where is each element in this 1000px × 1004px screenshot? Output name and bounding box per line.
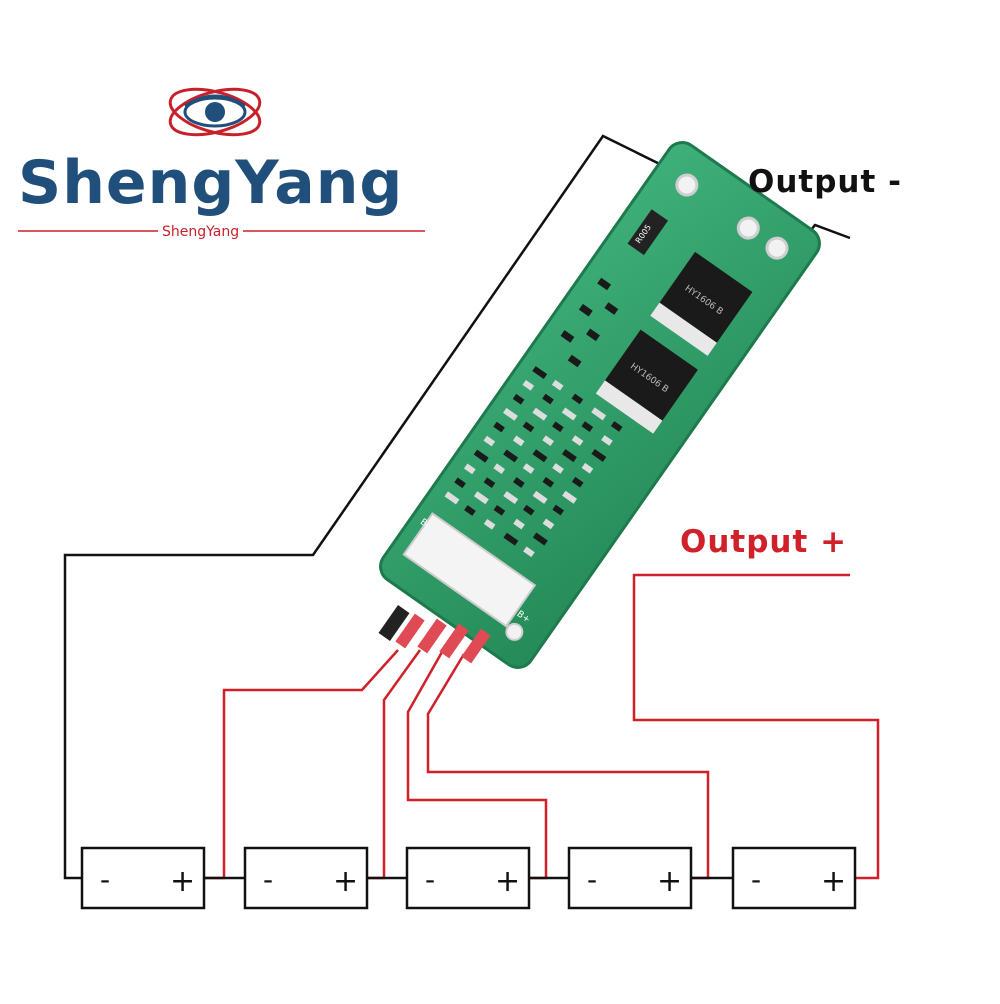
smd-component [591,448,607,462]
wire-balance-1 [205,649,399,880]
smd-component [512,435,525,447]
smd-component [571,393,584,405]
pad-p-aux [736,216,760,240]
smd-component [581,421,594,432]
smd-component [454,477,466,489]
mosfet-2-tab [595,380,663,434]
smd-component [610,421,623,432]
pad-b-minus [675,173,699,197]
mosfet-2 [605,329,698,421]
smd-component [601,435,613,446]
cell-minus-terminal: - [587,863,597,896]
connector-pins [378,605,491,664]
smd-component [532,407,548,421]
battery-cell [80,846,206,910]
smd-component [542,435,554,447]
smd-component [464,505,476,516]
cell-plus-terminal: + [333,864,358,899]
smd-component [503,449,519,463]
smd-component [591,407,607,421]
smd-component [552,504,565,516]
smd-component [561,407,577,421]
smd-component [493,463,506,475]
logo-eye-icon [168,87,262,137]
wire-balance-2 [365,649,422,880]
battery-cell [567,846,693,910]
smd-component [483,518,496,530]
cell-minus-terminal: - [425,863,435,896]
smd-component [532,449,548,463]
cell-plus-terminal: + [821,864,846,899]
cell-plus-terminal: + [495,864,520,899]
smd-component [604,302,619,315]
smd-component [463,463,476,475]
smd-component [578,303,593,317]
pad-label-b-minus: B- [418,517,431,531]
smd-component [513,477,525,488]
wire-output-positive [632,573,880,880]
cell-plus-terminal: + [170,864,195,899]
cell-minus-terminal: - [263,863,273,896]
smd-component [532,366,548,380]
smd-component [493,421,505,433]
smd-component [512,393,525,405]
cell-plus-terminal: + [657,864,682,899]
output-negative-label: Output - [748,164,902,200]
smd-component [552,421,564,433]
smd-component [523,546,535,558]
pad-p-minus [765,236,789,260]
smd-component [571,435,584,446]
smd-component [483,477,496,488]
smd-component [522,504,535,516]
smd-component [561,449,577,463]
smd-component [586,328,600,342]
battery-cells: - + - + - + - + - + [80,846,857,910]
smd-component [503,407,518,421]
smd-component [571,476,584,488]
battery-cell [731,846,857,910]
smd-component [503,491,519,505]
smd-component [493,505,506,516]
smd-component [483,435,496,447]
smd-component [542,393,554,405]
smd-component [567,354,582,368]
smd-component [552,463,564,474]
smd-component [473,491,489,505]
smd-component [473,449,489,463]
bms-pcb-board: R005 HY1606 B HY1606 B B- B+ [379,141,821,669]
smd-component [560,330,575,343]
mosfet-1 [659,251,753,343]
smd-component [597,277,612,291]
smd-component [532,490,548,504]
smd-component [503,532,519,546]
smd-component [522,463,535,474]
battery-cell [405,846,531,910]
brand-logo-subtitle: ShengYang [158,224,244,240]
smd-component [513,518,525,530]
smd-component [444,491,460,505]
smd-component [551,379,564,391]
cell-minus-terminal: - [751,863,761,896]
mosfet-1-tab [650,302,717,356]
output-positive-label: Output + [680,524,848,560]
pad-b-plus [505,622,524,641]
smd-component [581,462,594,474]
shunt-resistor [627,209,669,256]
smd-component [542,477,555,488]
smd-component [522,380,535,391]
brand-logo-text: ShengYang [18,148,404,218]
smd-component [532,532,548,546]
wire-balance-4 [426,653,710,880]
battery-cell [243,846,369,910]
cell-minus-terminal: - [100,863,110,896]
balance-connector [402,512,537,628]
smd-components [444,277,623,558]
smd-component [542,518,555,530]
smd-component [522,421,535,433]
smd-component [562,490,578,504]
